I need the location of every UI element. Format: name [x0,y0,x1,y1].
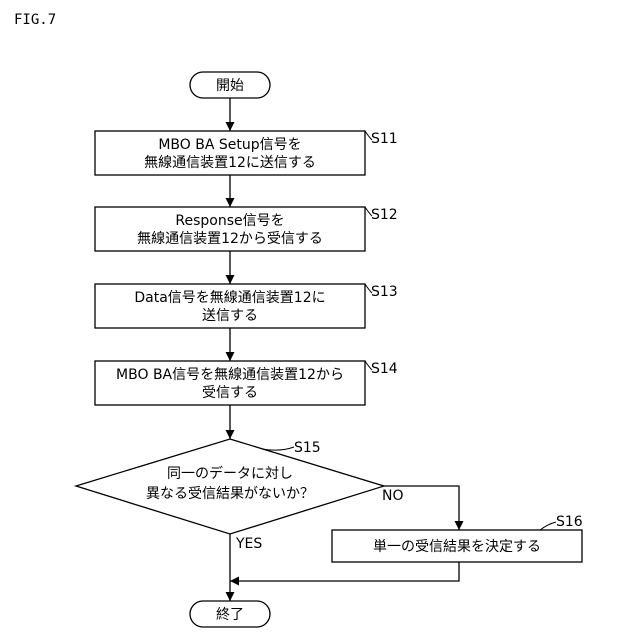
step-s12-line-2: 無線通信装置12から受信する [137,231,323,247]
step-s14-line-1: MBO BA信号を無線通信装置12から [116,367,344,383]
step-s13: Data信号を無線通信装置12に 送信する S13 [95,284,398,328]
decision-s15: 同一のデータに対し 異なる受信結果がないか？ S15 [76,439,384,534]
step-s13-line-2: 送信する [202,308,258,324]
step-s11-line-2: 無線通信装置12に送信する [144,155,316,171]
step-s16-label: S16 [556,514,583,530]
decision-no-label: NO [382,488,404,504]
step-s16-leader [540,522,556,530]
step-s14-line-2: 受信する [202,385,258,401]
start-terminal-text: 開始 [216,78,244,94]
step-s16: 単一の受信結果を決定する S16 [332,514,583,562]
decision-s15-label: S15 [294,440,321,456]
step-s13-label: S13 [371,284,398,300]
step-s11-line-1: MBO BA Setup信号を [158,137,301,153]
arrow-s16-merge [230,562,459,581]
decision-s15-line-1: 同一のデータに対し [167,465,293,482]
decision-s15-leader [262,447,294,450]
step-s11-label: S11 [371,131,398,147]
step-s12-label: S12 [371,207,398,223]
step-s14-label: S14 [371,361,398,377]
decision-s15-line-2: 異なる受信結果がないか？ [146,486,314,502]
step-s12-line-1: Response信号を [175,213,284,229]
decision-yes-label: YES [235,536,262,552]
end-terminal-text: 終了 [216,607,244,623]
start-terminal: 開始 [190,72,270,98]
step-s12: Response信号を 無線通信装置12から受信する S12 [95,207,398,251]
step-s13-line-1: Data信号を無線通信装置12に [134,290,325,306]
figure-label: FIG.7 [14,12,56,28]
step-s16-text: 単一の受信結果を決定する [373,539,541,555]
end-terminal: 終了 [190,601,270,627]
step-s11: MBO BA Setup信号を 無線通信装置12に送信する S11 [95,131,398,175]
step-s14: MBO BA信号を無線通信装置12から 受信する S14 [95,361,398,405]
